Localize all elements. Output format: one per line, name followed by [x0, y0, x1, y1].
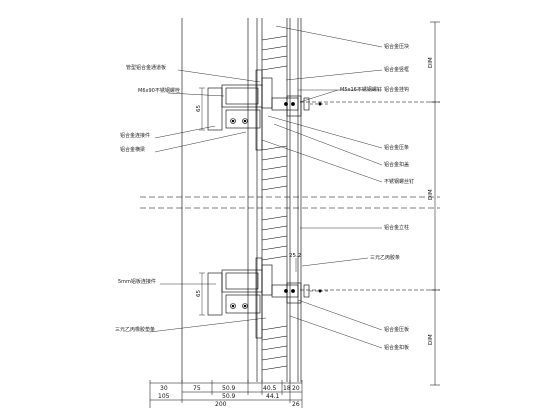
- label-top-2: 铝合金连接件: [120, 132, 150, 139]
- label-r10: 铝合金压板: [384, 326, 409, 333]
- label-bottom-1: 5mm铝板连接件: [118, 278, 156, 285]
- label-r11: 铝合金扣板: [384, 344, 409, 351]
- lower-bracket: [207, 257, 302, 339]
- dim-75: 75: [193, 385, 201, 392]
- dim-26: 26: [292, 401, 300, 408]
- vertical-dim-labels: 65 65 25.2 DIM DIM DIM: [196, 57, 434, 345]
- dim-44-1: 44.1: [266, 393, 280, 400]
- labels-left: 管型铝合金通道板 M6x90不锈钢螺栓 铝合金连接件 铝合金横梁 5mm铝板连接…: [115, 64, 180, 333]
- label-bottom-2: 三元乙丙橡胶垫条: [115, 326, 155, 333]
- dim-v-65-top: 65: [196, 105, 202, 112]
- bottom-dim-labels: 30 75 50.9 40.5 18 20 105 50.9 44.1 200 …: [158, 385, 300, 408]
- upper-bolts: [230, 97, 330, 124]
- label-r8: 铝合金立柱: [384, 224, 409, 231]
- label-r9: 三元乙丙胶条: [370, 254, 400, 261]
- leader-lines-right: [261, 25, 383, 349]
- upper-bracket: [207, 69, 302, 151]
- leader-lines-left: [149, 69, 267, 333]
- label-r2: 铝合金竖框: [384, 66, 409, 73]
- label-r6: 铝合金扣盖: [384, 161, 409, 168]
- dim-small: 25.2: [289, 253, 301, 259]
- concrete-slab: [181, 18, 249, 382]
- dim-105: 105: [158, 393, 170, 400]
- glass-panel-lower: [261, 215, 288, 371]
- dim-50-9-b: 50.9: [222, 393, 236, 400]
- labels-right: 铝合金压块 铝合金竖框 铝合金挂钩 M5x16不锈钢螺钉 铝合金压条 铝合金扣盖…: [340, 43, 414, 351]
- label-top-1: 管型铝合金通道板: [126, 64, 166, 71]
- dim-200: 200: [215, 401, 227, 408]
- dim-40-5: 40.5: [263, 385, 277, 392]
- dim-30: 30: [160, 385, 168, 392]
- dim-18: 18: [283, 385, 291, 392]
- label-r4: M5x16不锈钢螺钉: [340, 86, 382, 93]
- glass-panel-upper: [261, 35, 288, 191]
- label-top-bolt: M6x90不锈钢螺栓: [138, 87, 180, 94]
- label-r5: 铝合金压条: [384, 144, 409, 151]
- break-line: [140, 196, 440, 209]
- lower-bolts: [230, 284, 330, 309]
- label-top-3: 铝合金横梁: [120, 146, 145, 153]
- dim-right-2: DIM: [428, 189, 434, 200]
- dim-50-9-a: 50.9: [222, 385, 236, 392]
- label-r7: 不锈钢螺丝钉: [384, 178, 414, 185]
- dim-20: 20: [292, 385, 300, 392]
- dim-bottom: [149, 380, 303, 408]
- dim-right: [300, 21, 440, 386]
- dim-right-3: DIM: [428, 334, 434, 345]
- label-r1: 铝合金压块: [384, 43, 409, 50]
- dim-right-1: DIM: [428, 57, 434, 68]
- label-r3: 铝合金挂钩: [384, 86, 409, 93]
- dim-left-vertical: [199, 87, 297, 316]
- dim-v-65-bottom: 65: [196, 290, 202, 297]
